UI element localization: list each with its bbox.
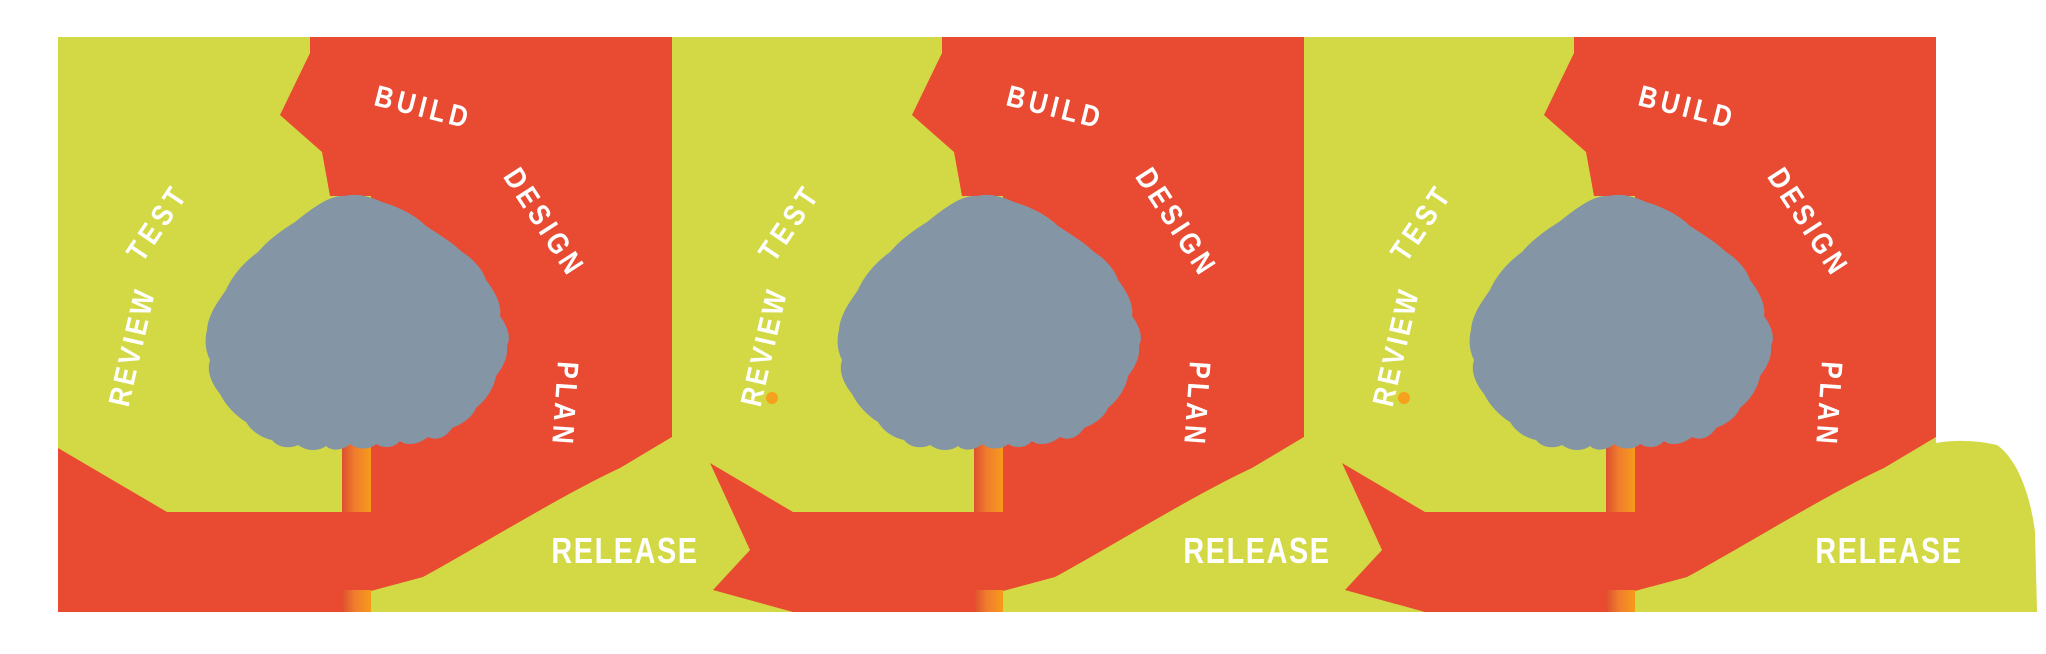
- junction-dot-icon: [766, 392, 778, 404]
- label-plan: PLAN: [546, 360, 585, 449]
- release-band-tail: [1936, 440, 2037, 612]
- label-release: RELEASE: [551, 530, 698, 571]
- label-plan: PLAN: [1810, 360, 1849, 449]
- junction-dot-icon: [1398, 392, 1410, 404]
- label-release: RELEASE: [1183, 530, 1330, 571]
- label-release: RELEASE: [1815, 530, 1962, 571]
- label-plan: PLAN: [1178, 360, 1217, 449]
